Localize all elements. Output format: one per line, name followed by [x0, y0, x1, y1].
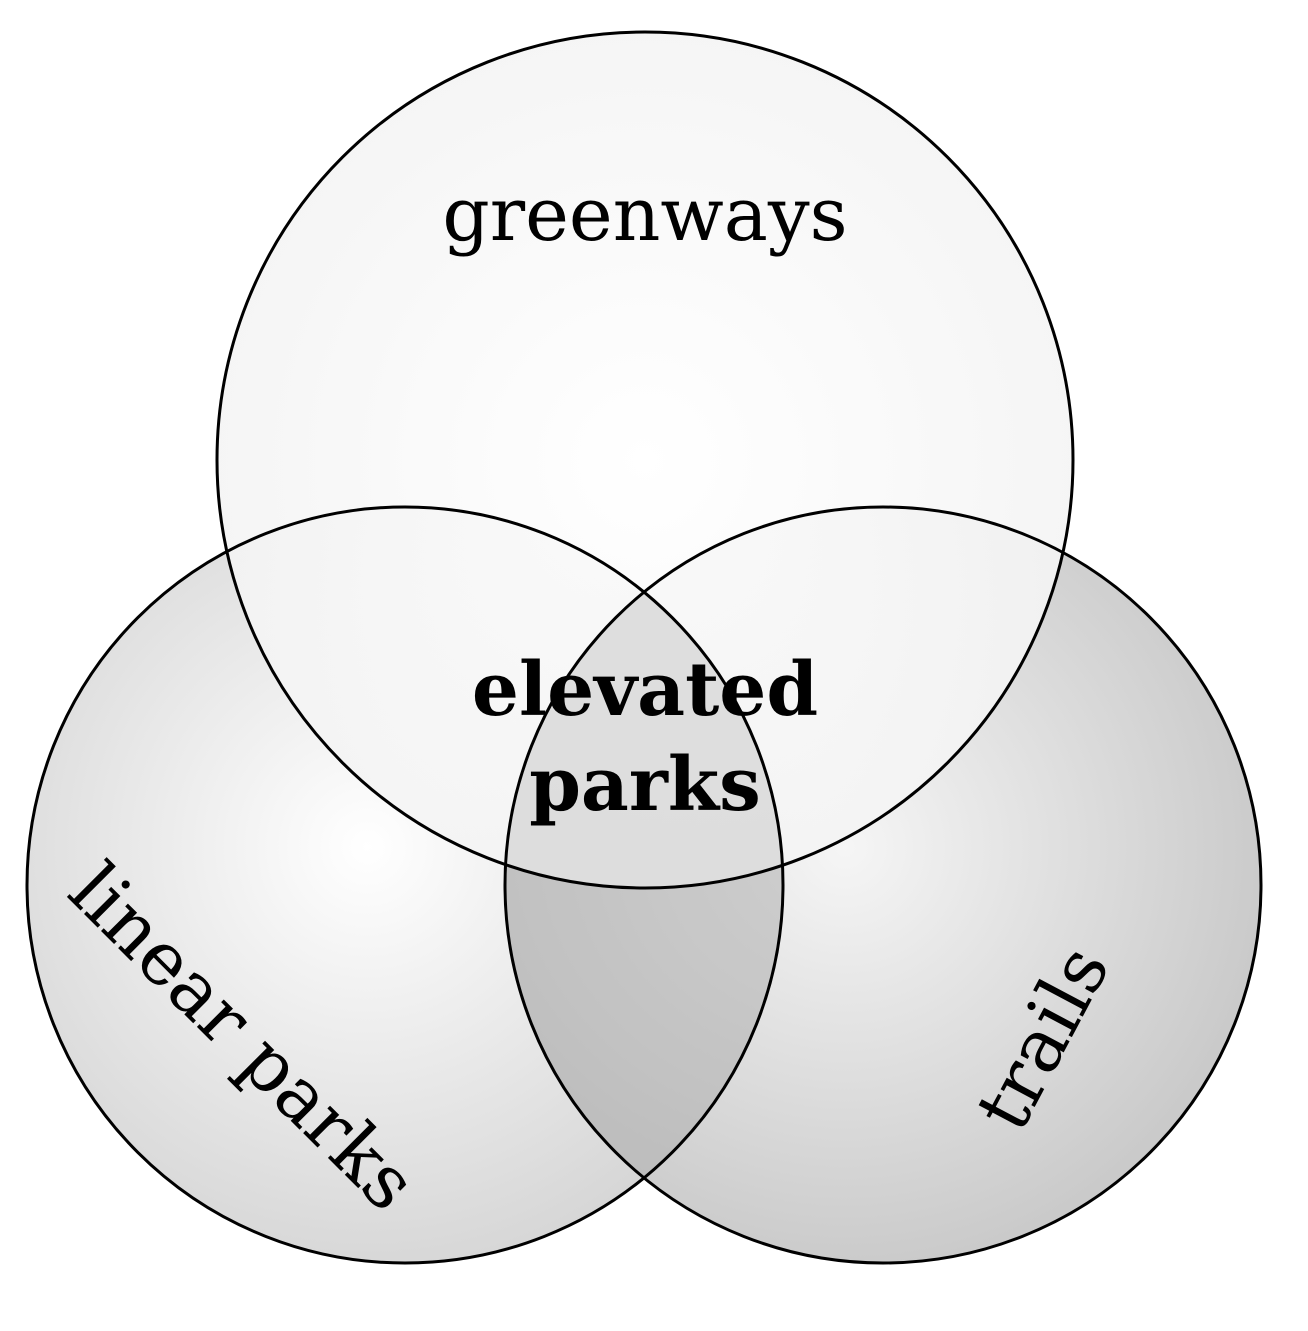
linear-parks-circle [25, 505, 785, 1265]
center-label-line1: elevated [472, 647, 818, 733]
greenways-circle-fill [217, 32, 1073, 888]
trails-circle [503, 505, 1263, 1265]
center-overlap [505, 507, 783, 888]
center-label-line2: parks [529, 742, 761, 828]
greenways-circle [215, 30, 1075, 890]
greenways-label: greenways [442, 172, 847, 258]
